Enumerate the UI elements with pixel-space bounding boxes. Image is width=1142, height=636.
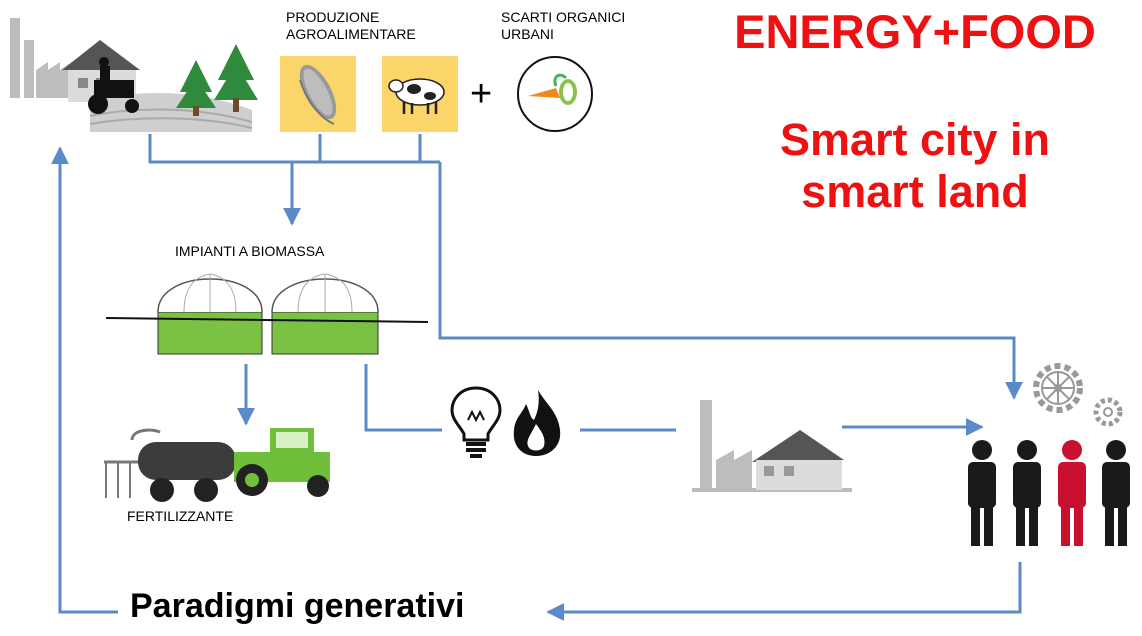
flow-arrows [51, 134, 1023, 621]
factory-icon [692, 400, 852, 492]
corn-icon [280, 56, 356, 132]
arrow-to-city [438, 162, 1023, 400]
tractor-tank-icon [104, 428, 330, 502]
plus-sign: + [470, 73, 493, 115]
farm-icon [10, 18, 258, 132]
food-waste-icon [517, 56, 593, 132]
people-icon [968, 440, 1130, 546]
title: ENERGY+FOOD [734, 5, 1096, 58]
connector-bus-top [148, 134, 440, 164]
label-scarti: SCARTI ORGANICI URBANI [501, 9, 626, 42]
label-paradigmi: Paradigmi generativi [130, 587, 465, 625]
lightbulb-icon [450, 386, 502, 458]
label-impianti: IMPIANTI A BIOMASSA [175, 243, 325, 259]
gears-icon [1033, 363, 1123, 427]
cow-icon [382, 56, 458, 132]
label-produzione: PRODUZIONE AGROALIMENTARE [286, 9, 416, 42]
arrow-people-to-paradigm [546, 562, 1022, 621]
label-fertilizzante: FERTILIZZANTE [127, 508, 234, 524]
biogas-dome-icon [105, 273, 429, 355]
subtitle: Smart city in smart land [779, 114, 1051, 217]
arrow-paradigm-to-farm [51, 146, 118, 614]
connector-energy [364, 364, 442, 432]
flame-icon [513, 390, 561, 456]
